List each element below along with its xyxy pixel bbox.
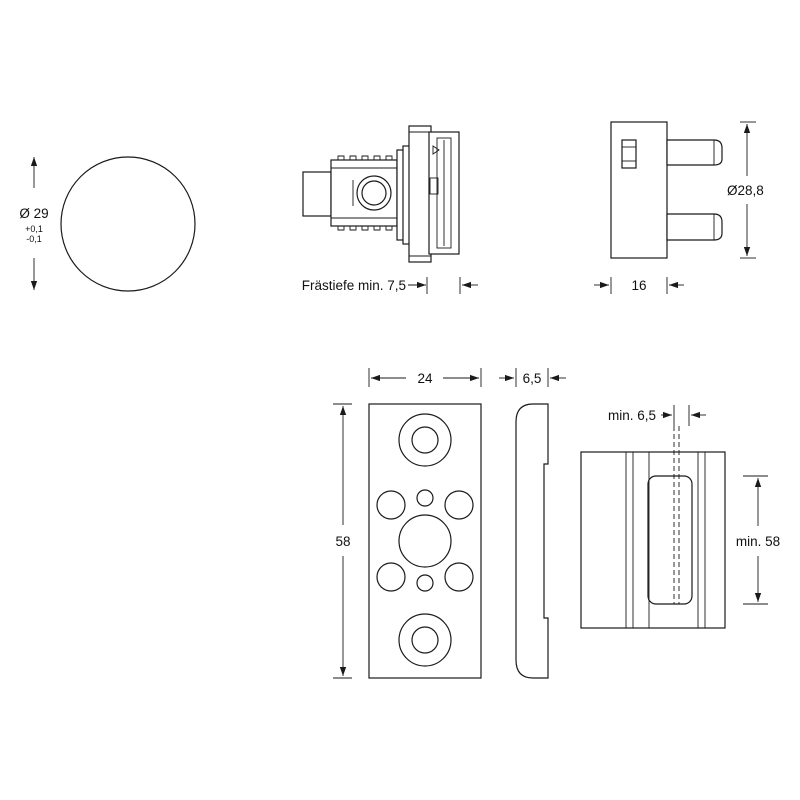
pin-body — [610, 121, 668, 259]
plate-side-hole — [376, 562, 406, 592]
plate-top-hole-inner — [411, 426, 439, 454]
round-part-outline — [60, 156, 196, 292]
recess-outline — [580, 451, 726, 629]
plate-side-profile — [515, 403, 549, 679]
thickness-6-5-label: 6,5 — [523, 371, 542, 386]
plate-bottom-hole-inner — [411, 626, 439, 654]
plate-outline — [368, 403, 482, 679]
diameter-29-label: Ø 29 — [19, 206, 48, 221]
pin-body-slot — [621, 139, 637, 169]
mechanism-flange — [408, 125, 432, 263]
faceplate-notch — [429, 177, 439, 195]
width-24-label: 24 — [417, 371, 433, 386]
side-profile-view: 6,5 — [499, 368, 566, 679]
plate-bottom-hole-outer — [398, 613, 452, 667]
milling-depth-label: Frästiefe min. 7,5 — [302, 278, 406, 293]
plate-side-hole — [376, 490, 406, 520]
lower-pin — [666, 213, 723, 241]
front-view-circle: Ø 29 +0,1 -0,1 — [19, 156, 196, 292]
side-view-pins: Ø28,8 16 — [594, 121, 764, 294]
plate-small-hole — [416, 489, 434, 507]
front-plate-view: 24 58 — [333, 368, 482, 679]
min-58-label: min. 58 — [736, 534, 780, 549]
upper-pin — [666, 139, 723, 166]
plate-small-hole — [416, 574, 434, 592]
diameter-28-8-label: Ø28,8 — [727, 183, 764, 198]
mechanism-housing — [330, 159, 398, 227]
tolerance-minus-label: -0,1 — [26, 234, 42, 244]
pin-screw-outer — [356, 175, 392, 211]
plate-top-hole-outer — [398, 413, 452, 467]
mechanism-stub — [302, 171, 332, 217]
width-16-label: 16 — [631, 278, 646, 293]
housing-ridges — [337, 155, 393, 231]
plate-side-hole — [444, 562, 474, 592]
faceplate-marker — [432, 145, 440, 155]
pin-screw-inner — [361, 180, 387, 206]
recess-slot — [647, 475, 693, 605]
tolerance-plus-label: +0,1 — [25, 224, 43, 234]
plate-side-hole — [444, 490, 474, 520]
plate-center-hole — [398, 514, 452, 568]
faceplate-inner — [436, 137, 452, 249]
side-view-mechanism: Frästiefe min. 7,5 — [302, 125, 478, 294]
recess-view: min. 6,5 min. 58 — [580, 405, 780, 629]
height-58-label: 58 — [335, 534, 350, 549]
min-6-5-label: min. 6,5 — [608, 408, 656, 423]
